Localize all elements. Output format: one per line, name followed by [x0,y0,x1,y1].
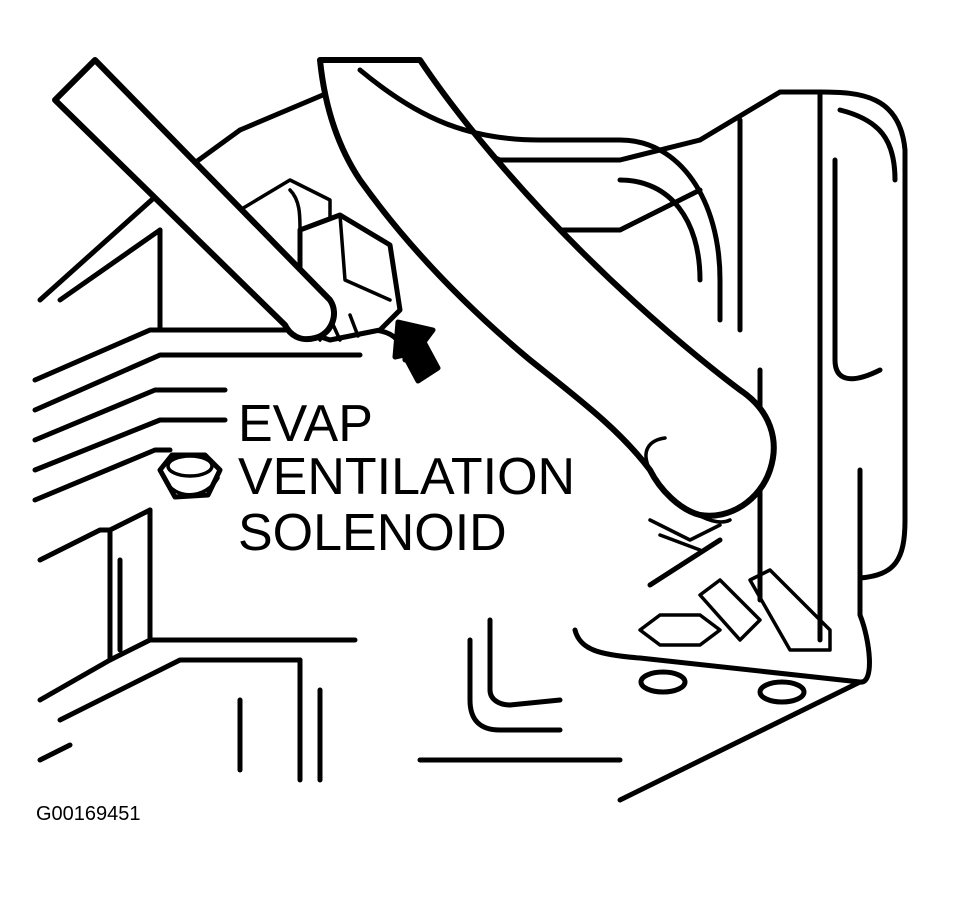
vacuum-hose-left [52,57,337,343]
figure-id-label: G00169451 [36,803,141,825]
mount-plate [317,467,872,803]
solenoid-pointer-arrow-icon [392,319,441,384]
callout-label-line-3: SOLENOID [234,507,511,559]
vacuum-hose-main [317,57,777,552]
upper-hose-bend [357,67,723,323]
callout-label-line-1: EVAP [234,398,377,450]
hex-bolt-icon [157,452,223,500]
right-frame [697,89,908,643]
callout-label-line-2: VENTILATION [234,451,580,503]
